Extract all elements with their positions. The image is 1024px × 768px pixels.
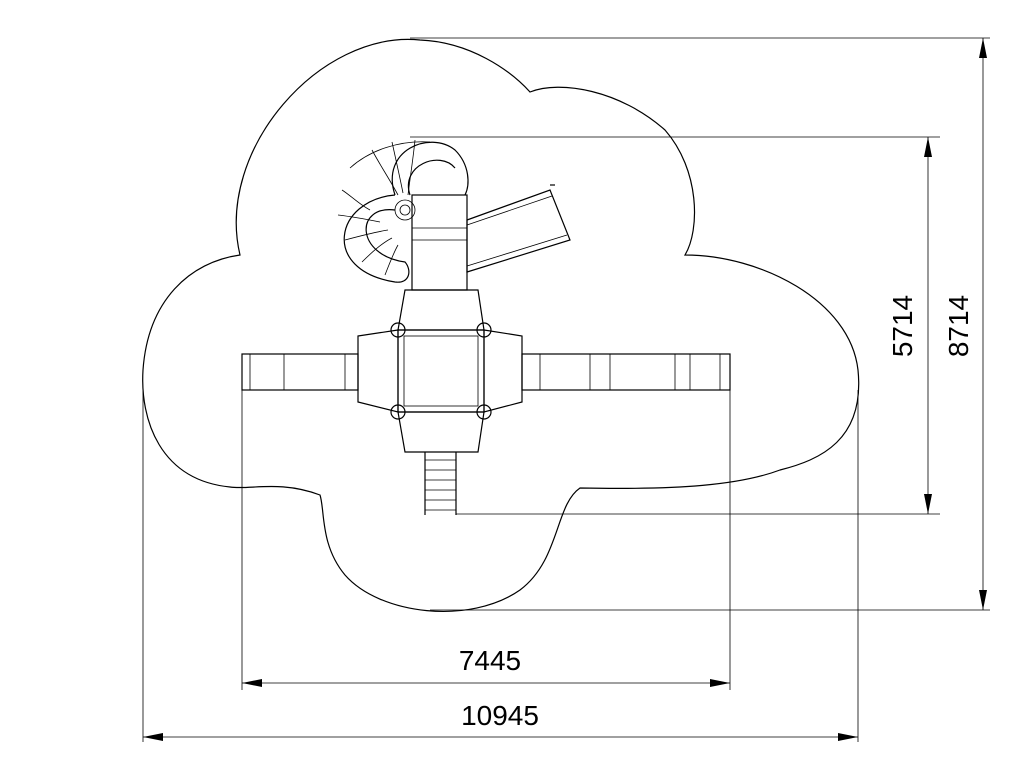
central-tower [357,289,523,453]
dimension-inner-height-label: 5714 [887,295,918,357]
dimension-outer-height-label: 8714 [943,295,974,357]
dimension-outer-width-label: 10945 [461,700,539,731]
right-bridge [521,353,731,391]
dimension-inner-height: 5714 [887,137,932,514]
dimension-outer-height: 8714 [943,38,987,610]
left-bridge [241,353,359,391]
ladder [424,452,457,515]
spiral-slide [337,139,469,283]
slide-chute [411,194,468,291]
safety-zone-outline [142,38,860,612]
dimension-inner-width-label: 7445 [459,645,521,676]
extension-lines [142,37,990,742]
dimension-inner-width: 7445 [242,645,730,687]
dimension-outer-width: 10945 [143,700,858,741]
straight-slide [466,184,571,273]
